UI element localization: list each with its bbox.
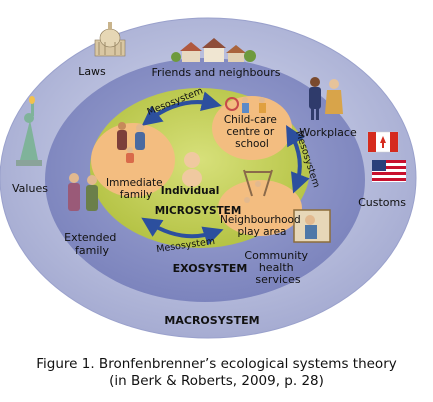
child-care-label: Child-care centre or school bbox=[224, 114, 280, 150]
individual-label: Individual bbox=[161, 185, 220, 197]
child-care-label-line-3: school bbox=[235, 138, 269, 150]
extended-family-icon bbox=[68, 173, 98, 211]
mesosystem-arrow-right bbox=[286, 125, 310, 194]
exosystem-label: EXOSYSTEM bbox=[173, 262, 248, 275]
microsystem-label: MICROSYSTEM bbox=[155, 205, 242, 217]
neighbourhood-disc bbox=[218, 180, 302, 236]
extended-family-label-line-2: family bbox=[75, 244, 109, 257]
mesosystem-arrow-top bbox=[141, 91, 222, 126]
community-health-label-line-1: Community bbox=[244, 249, 308, 262]
workplace-label: Workplace bbox=[299, 126, 357, 139]
neighbourhood-label: Neighbourhood play area bbox=[220, 214, 304, 238]
community-health-label-line-2: health bbox=[259, 261, 294, 274]
neighbourhood-label-line-1: Neighbourhood bbox=[220, 214, 301, 226]
houses-icon bbox=[171, 38, 256, 62]
usa-flag-icon bbox=[372, 160, 406, 182]
workplace-people-icon bbox=[309, 77, 343, 120]
immediate-family-label-line-1: Immediate bbox=[106, 177, 163, 189]
immediate-family-label-line-2: family bbox=[120, 189, 152, 201]
child-care-icon bbox=[225, 97, 266, 113]
community-health-label-line-3: services bbox=[255, 273, 300, 286]
playground-swing-icon bbox=[243, 169, 273, 203]
community-health-icon bbox=[293, 209, 331, 243]
customs-label: Customs bbox=[358, 196, 406, 209]
values-label: Values bbox=[12, 182, 48, 195]
mesosystem-arrow-bottom bbox=[141, 217, 224, 246]
child-care-label-line-2: centre or bbox=[227, 126, 275, 138]
immediate-family-icon bbox=[117, 122, 145, 163]
extended-family-label: Extended family bbox=[64, 231, 120, 257]
statue-of-liberty-icon bbox=[16, 96, 42, 166]
macrosystem-label: MACROSYSTEM bbox=[164, 314, 259, 327]
community-health-label: Community health services bbox=[244, 249, 311, 286]
neighbourhood-label-line-2: play area bbox=[238, 226, 287, 238]
courthouse-icon bbox=[94, 22, 126, 57]
extended-family-label-line-1: Extended bbox=[64, 231, 116, 244]
laws-label: Laws bbox=[78, 65, 106, 78]
friends-label: Friends and neighbours bbox=[152, 66, 281, 79]
caption-line-2: (in Berk & Roberts, 2009, p. 28) bbox=[109, 373, 324, 389]
caption-line-1: Figure 1. Bronfenbrenner’s ecological sy… bbox=[36, 356, 397, 372]
immediate-family-label: Immediate family bbox=[106, 177, 166, 201]
baby-icon bbox=[182, 152, 202, 187]
child-care-label-line-1: Child-care bbox=[224, 114, 277, 126]
child-care-disc bbox=[212, 96, 292, 160]
canada-flag-icon bbox=[367, 131, 399, 153]
figure-caption: Figure 1. Bronfenbrenner’s ecological sy… bbox=[0, 356, 433, 390]
